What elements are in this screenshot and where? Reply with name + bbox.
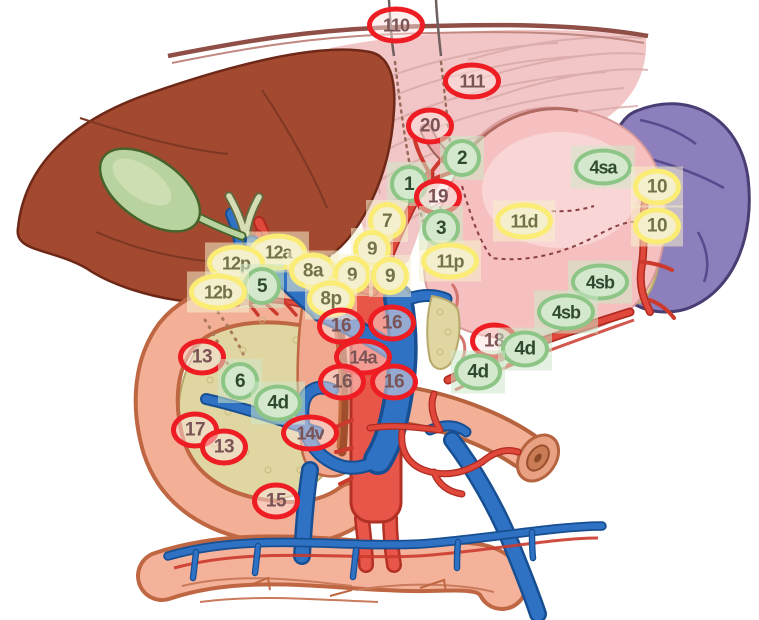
gallbladder — [98, 147, 247, 241]
station-marker-2: 2 — [440, 136, 484, 180]
station-marker-13: 13 — [200, 428, 248, 466]
station-marker-4d: 4d — [451, 350, 505, 394]
station-marker-16: 16 — [318, 363, 366, 401]
station-marker-14v: 14v — [281, 414, 339, 452]
station-marker-111: 111 — [443, 62, 501, 100]
jejunum-cut-end — [515, 433, 561, 483]
station-marker-10: 10 — [631, 205, 683, 247]
omental-artery-arcade — [173, 536, 599, 570]
station-marker-12b: 12b — [187, 271, 249, 313]
station-marker-11p: 11p — [419, 240, 481, 282]
station-marker-4sa: 4sa — [571, 145, 635, 189]
station-marker-16: 16 — [370, 363, 418, 401]
station-marker-9: 9 — [369, 255, 411, 297]
crura-dotted-lines — [393, 60, 454, 260]
station-marker-15: 15 — [252, 482, 300, 520]
station-marker-13: 13 — [178, 338, 226, 376]
station-marker-10: 10 — [631, 166, 683, 208]
station-marker-16: 16 — [317, 307, 365, 345]
station-marker-4d: 4d — [498, 327, 552, 371]
stomach-dashed-division-lines — [439, 185, 643, 263]
station-marker-4sb: 4sb — [534, 290, 598, 334]
station-marker-16: 16 — [368, 304, 416, 342]
station-marker-110: 110 — [367, 6, 425, 44]
station-marker-11d: 11d — [493, 200, 555, 242]
station-marker-4sb: 4sb — [568, 260, 632, 304]
jejunum — [380, 384, 561, 483]
omental-vein-twigs — [189, 528, 537, 582]
